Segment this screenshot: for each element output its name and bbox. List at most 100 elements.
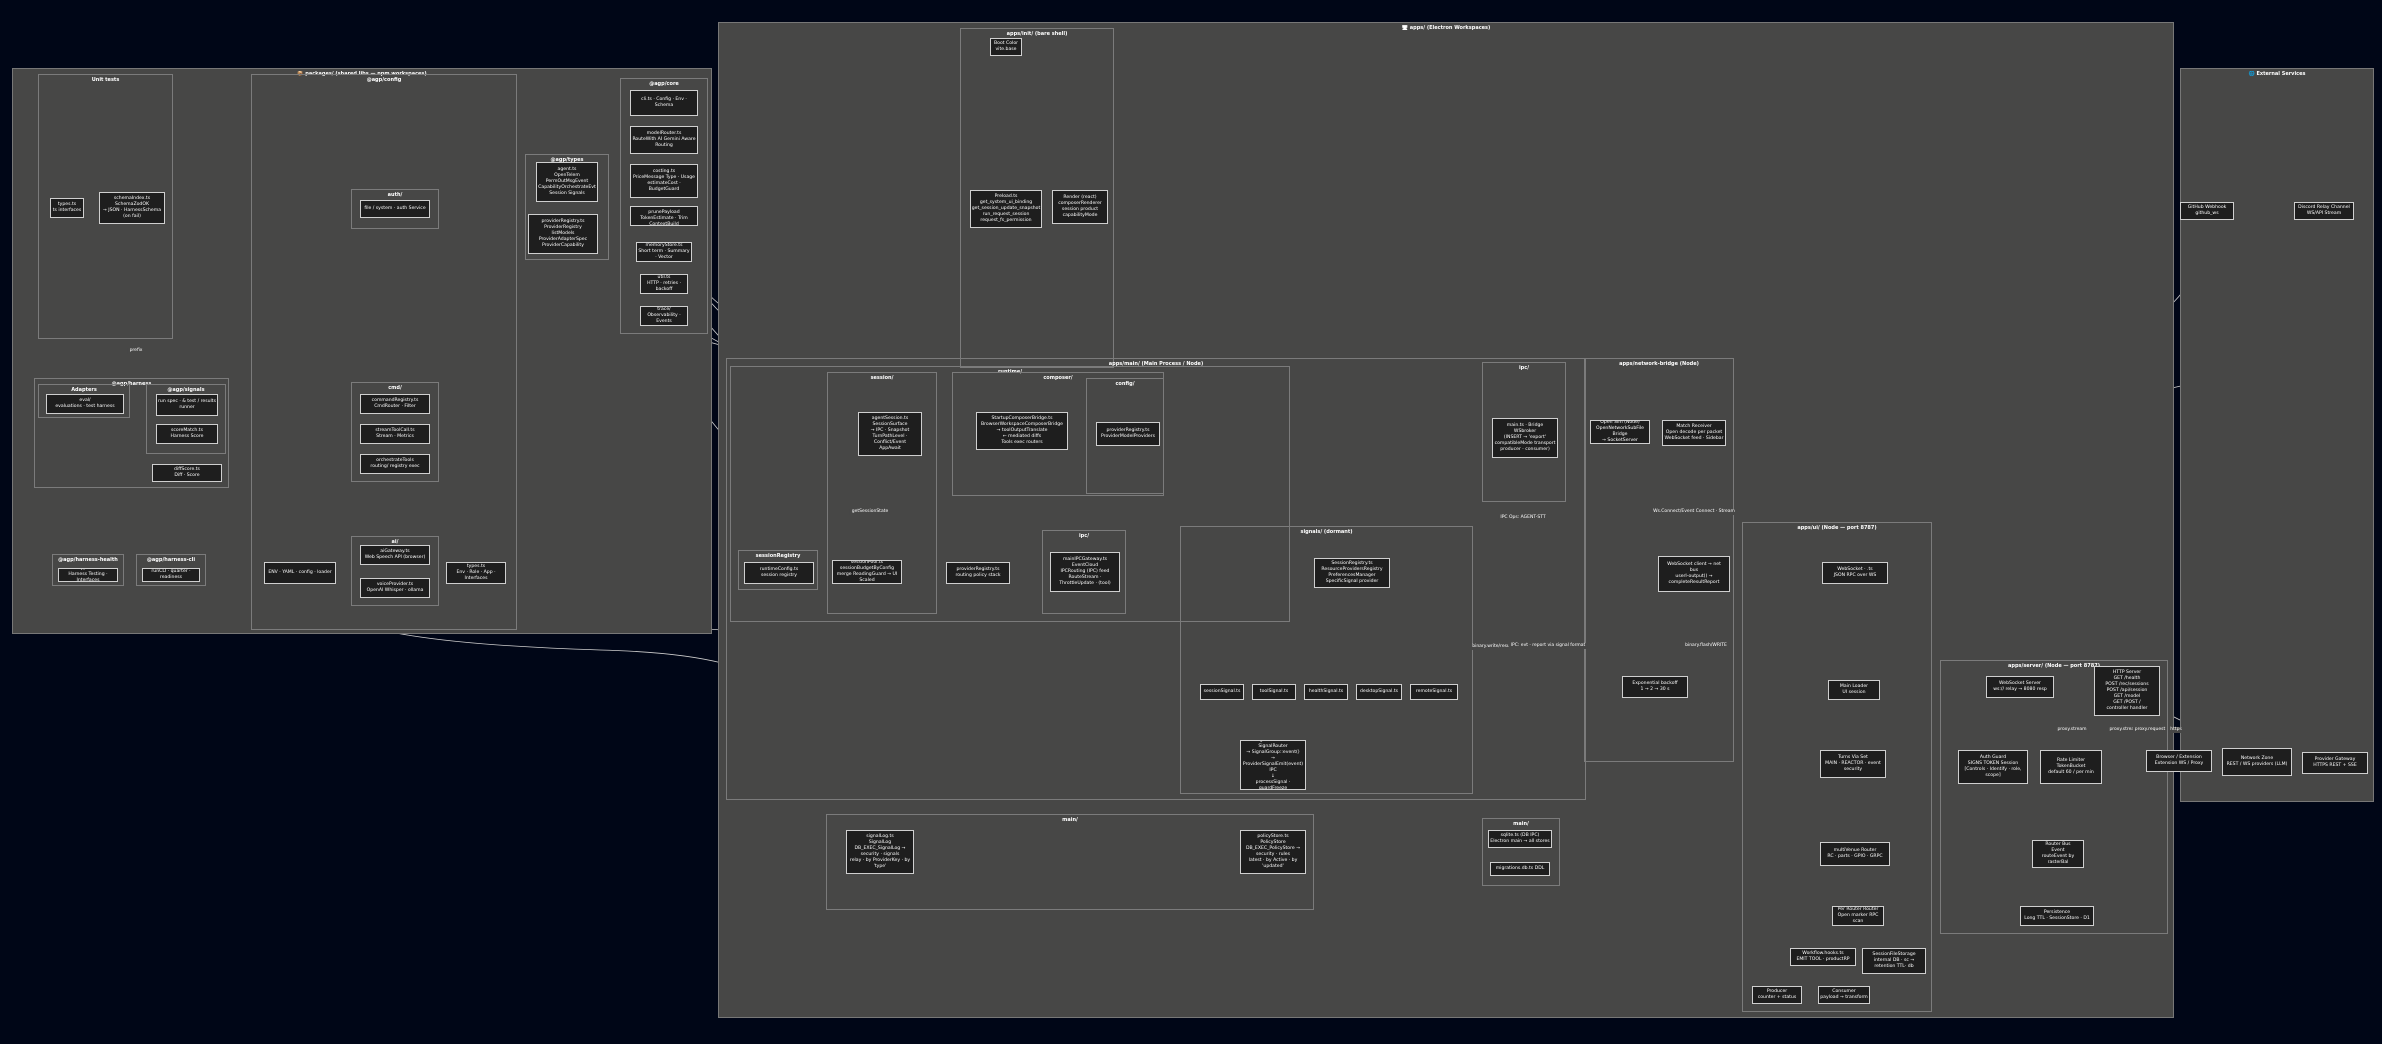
cluster-ipc: ipc/ [1042,530,1126,614]
node-memory-store[interactable]: context.ts prunePayload TokenEstimate · … [630,206,698,226]
node-ws-bridge-main[interactable]: main.ts · Bridge WSbroker (INSERT → 'exp… [1492,418,1558,458]
node-desktop-signal[interactable]: desktopSignal.ts [1356,684,1402,700]
node-trace[interactable]: util.ts HTTP · retries · backoff [640,274,688,294]
node-agent-session[interactable]: agentSession.ts SessionSurface → IPC · S… [858,412,922,456]
node-config-provider-registry[interactable]: providerRegistry.ts ProviderModelProvide… [1096,422,1160,446]
cluster-ai: ai/ [351,536,439,606]
cluster-external: 🌐 External Services [2180,68,2374,802]
node-github-webhook[interactable]: GitHub Webhook github_ws [2180,202,2234,220]
node-diff-score[interactable]: scoreMatch.ts Harness Score [156,424,218,444]
node-ws-server[interactable]: WebSocket Server ws:// relay → 8080 resp [1986,676,2054,698]
node-composer-bridge[interactable]: StartupComposerBridge.ts BrowserWorkspac… [976,412,1068,450]
edge-label: IPC Ops: AGENT-STT [1498,515,1548,521]
node-provider-gateway[interactable]: Provider Gateway HTTPS REST + SSE [2302,752,2368,774]
cluster-session: session/ [827,372,937,614]
node-config-loader[interactable]: ENV · YAML · config · loader [264,562,336,584]
cluster-app-init: apps/init/ (bare shell) [960,28,1114,368]
node-open-sim[interactable]: Open Sim (Node) OpenNetworkSubFile Bridg… [1590,420,1650,444]
node-policy-store[interactable]: policyStore.ts PolicyStore DB_EXEC_Polic… [1240,830,1306,874]
node-voice-provider[interactable]: voiceProvider.ts OpenAI Whisper · ollama [360,578,430,598]
node-multivenue-router[interactable]: multiVenue Router RC · parts · GPIO · GR… [1820,842,1890,866]
node-renderer[interactable]: Render (react) composerRenderer session … [1052,190,1108,224]
node-runtime-config[interactable]: runtimeConfig.ts session registry [744,562,814,584]
node-eval[interactable]: trace/ Observability · Events [640,306,688,326]
node-turns-via-set[interactable]: Turns Via Set MAIN · REACTOR · event sec… [1820,750,1886,778]
node-rate-limiter[interactable]: Rate Limiter TokenBucket default 60 / pe… [2040,750,2102,784]
node-auth-service[interactable]: file / system · auth Service [360,200,430,218]
node-health-signal[interactable]: healthSignal.ts [1304,684,1348,700]
node-harness-cli[interactable]: runCLI · quarter · readiness [142,568,200,582]
edge-label: prefix [127,348,145,354]
cluster-signals: signals/ (dormant) [1180,526,1473,794]
node-remote-signal[interactable]: remoteSignal.ts [1410,684,1458,700]
cluster-config: config/ [1086,378,1164,494]
edge-label: getSessionState [849,509,891,515]
node-schema-index[interactable]: schemaIndex.ts SchemaZodOK → JSON · Harn… [99,192,165,224]
node-workflow-hooks[interactable]: Workflow.hooks.ts EMIT TOOL · productRP [1790,948,1856,966]
node-ipc-gateway[interactable]: mainIPCGateway.ts EventCloud IPCRouting … [1050,552,1120,592]
cluster-harness-health: @agp/harness-health [52,554,124,586]
node-auth-guard[interactable]: Auth Guard SIGNS TOKEN Session [Controls… [1958,750,2028,784]
node-provider-registry[interactable]: providerRegistry.ts ProviderRegistry lis… [528,214,598,254]
node-browser-extension[interactable]: Browser / Extension Extension WS / Proxy [2146,750,2212,772]
node-env-types[interactable]: types.ts Env · Role · App · Interfaces [446,562,506,584]
node-context[interactable]: costing.ts PriceMessage Type · Usage est… [630,164,698,198]
edge-label: binary.flash/WRITE [1683,643,1729,649]
node-command-registry[interactable]: commandRegistry.ts CmdRouter · Filter [360,394,430,414]
node-ws-rpc[interactable]: WebSocket · .ts JSON RPC over WS [1822,562,1888,584]
edge-label: proxy.stream [2107,727,2141,733]
node-http-server[interactable]: HTTP Server GET /health POST /rec/sessio… [2094,666,2160,716]
node-discord-relay[interactable]: Discord Relay Channel WS/API Stream [2294,202,2354,220]
node-harness-health[interactable]: types.ts Harness Testing · Interfaces [58,568,118,582]
edge-label: proxy.stream [2055,727,2089,733]
cluster-agp-core: @agp/core [620,78,708,334]
node-ws-client[interactable]: WebSocket client → net bus userI-output(… [1658,556,1730,592]
node-util-http[interactable]: memoryStore.ts Short term · Summary · Ve… [636,242,692,262]
cluster-cmd: cmd/ [351,382,439,482]
node-orchestrate-tools[interactable]: orchestrateTools routing/ registry exec [360,454,430,474]
node-main-loader[interactable]: Main Loader UI session [1828,680,1880,700]
cluster-harness-cli: @agp/harness-cli [136,554,206,586]
node-adapter-runner[interactable]: eval/ evaluations · test harness [46,394,124,414]
node-stream-toolcall[interactable]: streamToolCall.ts Stream · Metrics [360,424,430,444]
cluster-session-registry: sessionRegistry [738,550,818,590]
node-session-pool[interactable]: sessionPool.ts sessionBudgetByConfig mer… [832,560,902,584]
cluster-agp-harness-left: Unit tests [38,74,173,339]
node-signal-router[interactable]: signalRouter.ts SignalRouter → SignalGro… [1240,740,1306,790]
node-persistence[interactable]: Persistence Long TTL · SessionStore · D1 [2020,906,2094,926]
cluster-config-right: @agp/config [251,74,517,630]
cluster-unit-tests: @agp/signals [146,384,226,454]
node-consumer[interactable]: Consumer payload → transform [1818,986,1870,1004]
node-harness-types[interactable]: diffScore.ts Diff · Score [152,464,222,482]
cluster-agp-types: @agp/types [525,154,609,260]
node-sqlite-db[interactable]: sqlite.ts (DB IPC) Electron main → all s… [1488,830,1552,848]
edge-label: IPC: evt · report via signal format [1508,643,1588,649]
node-preload[interactable]: Preload.ts get_system_ui_binding get_ses… [970,190,1042,228]
node-exp-backoff[interactable]: Exponential backoff 1 → 2 → 30 s [1622,676,1688,698]
node-network-zone[interactable]: Network Zone REST / WS providers (LLM) [2222,748,2292,776]
cluster-ui: apps/ui/ (Node — port 8787) [1742,522,1932,1012]
node-routing-policy[interactable]: providerRegistry.ts routing policy stack [946,562,1010,584]
cluster-ws-bridge: ipc/ [1482,362,1566,502]
node-ai-gateway[interactable]: aiGateway.ts Web Speech API (browser) [360,545,430,565]
node-match-receiver[interactable]: Match Receiver Open decode per packet We… [1662,420,1726,446]
node-tool-signal[interactable]: toolSignal.ts [1252,684,1296,700]
node-score-match[interactable]: run spec · & test / results runner [156,394,218,416]
node-router-bus[interactable]: Router Bus Event routeEvent by rasterBal [2032,840,2084,868]
node-types[interactable]: types.ts ts interfaces [50,198,84,218]
node-costing[interactable]: modelRouter.ts RouteWith AI Gemini Aware… [630,126,698,154]
edge-label: binary.write/result/wait [1470,644,1526,650]
node-producer[interactable]: Producer counter + status [1752,986,1802,1004]
node-session-file-storage[interactable]: SessionFileStorage internal DB · sc → re… [1862,948,1926,974]
cluster-main-sqlite: main/ [1482,818,1560,886]
node-signal-log[interactable]: signalLog.ts SignalLog DB_EXEC_SignalLog… [846,830,914,874]
node-model-router[interactable]: cli.ts · Config · Env · Schema [630,90,698,116]
node-per-router[interactable]: Per Router Router Open marker RPC scan [1832,906,1884,926]
node-agent-ts[interactable]: agent.ts OpenTelem PermOutMsgEvent Capab… [536,162,598,202]
node-session-signal[interactable]: sessionSignal.ts [1200,684,1244,700]
node-session-registry[interactable]: SessionRegistry.ts ResourceProvidersRegi… [1314,558,1390,588]
cluster-app-main: apps/main/ (Main Process / Node) [726,358,1586,800]
node-migrations[interactable]: migrations.db.ts DDL [1490,862,1550,876]
node-boot-color[interactable]: Boot Color vite.base [990,38,1022,56]
